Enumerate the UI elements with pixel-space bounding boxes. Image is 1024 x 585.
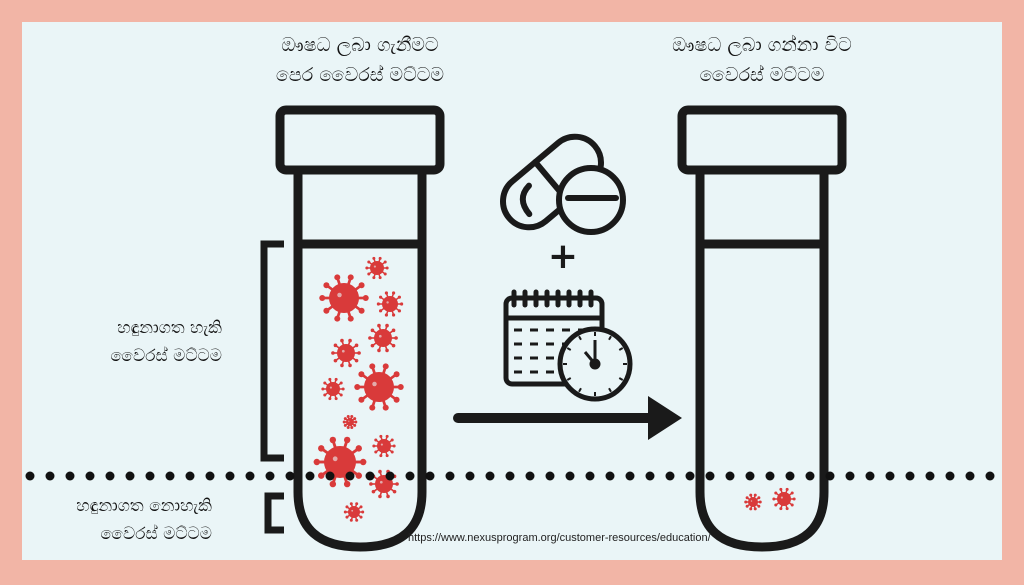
virus-icon: [772, 487, 796, 511]
clock-icon: [557, 326, 633, 402]
virus-icon: [319, 274, 369, 322]
tube-body: [293, 174, 427, 552]
arrow-right-icon: [453, 396, 682, 440]
undetectable-label-line2: වෛරස් මට්ටම: [100, 524, 212, 544]
diagram-graphics: +: [25, 105, 995, 552]
virus-icon: [376, 291, 404, 317]
tube-before-title-line1: ඖෂධ ලබා ගැනීමට: [281, 34, 439, 56]
tube-body: [695, 174, 829, 552]
virus-icon: [313, 436, 367, 488]
undetectable-label: හඳුනාගත නොහැකි වෛරස් මට්ටම: [32, 492, 212, 548]
detectable-label: හඳුනාගත හැකි වෛරස් මට්ටම: [42, 314, 222, 370]
tablet-icon: [556, 165, 626, 235]
tube-after-title-line2: වෛරස් මට්ටම: [699, 64, 825, 86]
virus-icon: [372, 434, 396, 458]
virus-icon: [744, 493, 762, 511]
detectable-label-line2: වෛරස් මට්ටම: [110, 346, 222, 366]
test-tube-after-icon: [677, 105, 847, 552]
tube-cap: [677, 105, 847, 175]
undetectable-bracket: [264, 492, 284, 534]
undetectable-label-line1: හඳුනාගත නොහැකි: [76, 496, 212, 516]
virus-icon: [321, 377, 345, 401]
viruses-after: [744, 487, 796, 511]
virus-icon: [365, 256, 389, 280]
source-url: https://www.nexusprogram.org/customer-re…: [408, 532, 711, 544]
calendar-icon: [503, 289, 605, 387]
tube-cap: [275, 105, 445, 175]
virus-icon: [354, 363, 404, 411]
virus-icon: [331, 338, 361, 368]
tube-after-title-line1: ඖෂධ ලබා ගන්නා විට: [672, 34, 852, 56]
detection-threshold-line: [25, 471, 995, 481]
detectable-bracket: [260, 240, 284, 462]
tube-before-title: ඖෂධ ලබා ගැනීමට පෙර වෛරස් මට්ටම: [260, 30, 460, 90]
virus-icon: [342, 414, 358, 430]
tube-after-title: ඖෂධ ලබා ගන්නා විට වෛරස් මට්ටම: [654, 30, 870, 90]
test-tube-before-icon: [275, 105, 445, 552]
virus-icon: [343, 502, 365, 522]
plus-sign: +: [548, 236, 578, 277]
tube-before-title-line2: පෙර වෛරස් මට්ටම: [275, 64, 445, 86]
detectable-label-line1: හඳුනාගත හැකි: [117, 318, 222, 338]
virus-icon: [368, 323, 398, 353]
diagram-panel: + ඖෂධ ලබා ගැනීමට පෙර වෛරස් මට්ටම ඖෂධ: [22, 22, 1002, 560]
viruses-before: [313, 256, 404, 522]
